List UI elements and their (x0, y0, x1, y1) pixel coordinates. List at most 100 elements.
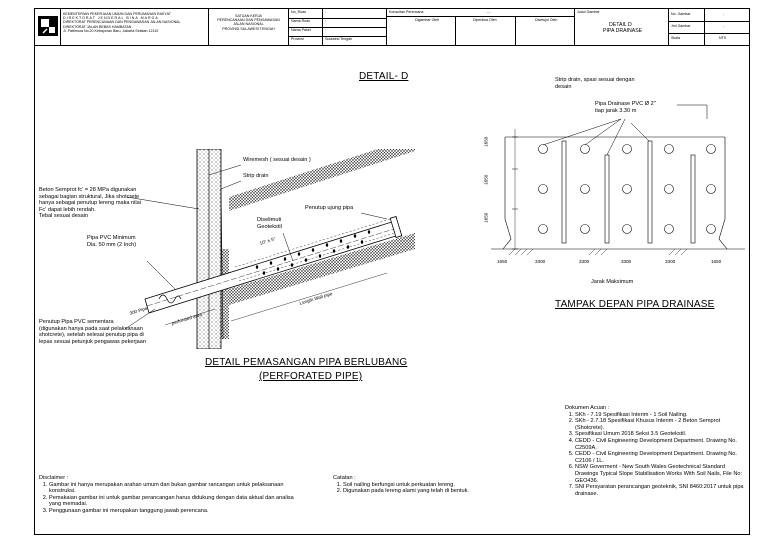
field-value: : (325, 10, 326, 14)
catatan-item: Digunakan pada lereng alami yang telah d… (343, 488, 533, 495)
vdim-label: 1650 (483, 212, 489, 223)
field-value: Sulawesi Tengah (325, 37, 353, 41)
perforated-pipe-section-drawing (124, 149, 415, 349)
diselimuti-line: Diselimuti (257, 217, 282, 223)
vdim-label: 1650 (483, 136, 489, 147)
right-label: Skala (671, 36, 680, 40)
vdim-label: 1650 (483, 174, 489, 185)
jarak-label: Jarak Maksimum (591, 279, 634, 285)
field-label: Nama Ruas (291, 19, 310, 23)
wiremesh-label: Wiremesh ( sesuai desain ) (243, 157, 311, 163)
detail-d-title: DETAIL- D (359, 71, 409, 82)
drawing-sheet: KEMENTERIAN PEKERJAAN UMUM DAN PERUMAHAN… (34, 8, 750, 535)
drawing-title-line: DETAIL D (609, 22, 632, 28)
disclaimer-item: Pemakaian gambar ini untuk gambar peranc… (49, 495, 299, 508)
dokumen-item: SKh - 2.7.18 Spesifikasi Khusus Interim … (575, 418, 749, 431)
catatan-heading: Catatan : (333, 475, 356, 481)
disclaimer-item: Penggunaan gambar ini merupakan tanggung… (49, 508, 299, 515)
catatan: Catatan : Soil nailing berfungsi untuk p… (333, 475, 533, 495)
hdim-label: 1650 (711, 259, 722, 264)
dokumen-item: NSW Goverment - New South Wales Geotechn… (575, 464, 749, 484)
front-view-drawing (491, 104, 745, 256)
diselimuti-line: Geotekstil (257, 223, 282, 230)
right-label: No. Gambar (671, 12, 691, 16)
field-value: : (325, 28, 326, 32)
agency-line: DIREKTORAT JALAN BEBAS HAMBATAN (63, 24, 132, 29)
unit-line: SATUAN KERJA (235, 14, 262, 18)
unit-line: PERENCANAAN DAN PENGAWASAN (217, 18, 280, 23)
penutup-ujung-label: Penutup ujung pipa (305, 205, 354, 211)
dokumen-item: CEDD - Civil Engineering Development Dep… (575, 438, 749, 451)
disclaimer-heading: Disclaimer : (39, 475, 69, 481)
consultant-cell: Konsultan Perencana --- Digambar Oleh Di… (387, 9, 575, 45)
right-labels-cell: No. Gambar Jml Gambar Skala (669, 9, 705, 45)
penutup-sementara-note: Penutup Pipa PVC sementara (digunakan ha… (39, 319, 146, 345)
hdim-label: 3300 (535, 259, 546, 264)
drawing-title-line: PIPA DRAINASE (603, 28, 643, 34)
strip-drain-label: Strip drain (243, 173, 269, 179)
agency-line: DIREKTORAT PERENCANAAN DAN PENGAWASAN JA… (63, 20, 181, 25)
drawing-title-cell: Judul Gambar DETAIL D PIPA DRAINASE (575, 9, 669, 45)
pipa-pvc-note: Pipa PVC Minimum Dia. 50 mm (2 Inch) (87, 235, 136, 248)
pipa-pvc-line: Pipa PVC Minimum (87, 235, 136, 241)
hdim-label: 3300 (665, 259, 676, 264)
pipa-pvc-line: Dia. 50 mm (2 Inch) (87, 241, 137, 248)
dokumen-item: SNI Persyaratan perancangan geoteknik, S… (575, 484, 749, 497)
catatan-item: Soil nailing berfungsi untuk perkuatan l… (343, 482, 533, 489)
sign-label: Digambar Oleh (415, 18, 440, 22)
beton-line: hanya sebagai penutup lereng maka nilai (39, 200, 142, 207)
dokumen-acuan: Dokumen Acuan : SKh - 7.19 Spesifikasi I… (565, 405, 749, 497)
dokumen-item: Spesifikasi Umum 2018 Seksi 3.5 Geotekst… (575, 431, 749, 438)
agency-cell: KEMENTERIAN PEKERJAAN UMUM DAN PERUMAHAN… (61, 9, 209, 45)
beton-line: Fc' dapat lebih rendah. (39, 206, 96, 213)
strip-note-line: Strip drain, spasi sesuai dengan (555, 77, 635, 83)
penutup-sementara-line: shotcrete), setelah selesai penutup pipa… (39, 332, 144, 339)
hdim-label: 3300 (621, 259, 632, 264)
pipa-drainase-note: Pipa Drainase PVC Ø 2" tiap jarak 3.30 m (595, 101, 656, 114)
unit-line: JALAN NASIONAL (233, 22, 264, 27)
unit-cell: SATUAN KERJA PERENCANAAN DAN PENGAWASAN … (209, 9, 289, 45)
pipa-drainase-line: tiap jarak 3.30 m (595, 107, 637, 114)
hdim-label: 1650 (497, 259, 508, 264)
field-label: Provinsi (291, 37, 304, 41)
right-values-cell: - - NTS (705, 9, 749, 45)
dokumen-item: CEDD - Civil Engineering Development Dep… (575, 451, 749, 464)
pemasangan-subtitle: (PERFORATED PIPE) (259, 371, 363, 382)
drawing-title-label: Judul Gambar (577, 10, 600, 14)
beton-line: Tebal sesuai desain (39, 213, 89, 220)
consultant-label: Konsultan Perencana (389, 10, 424, 14)
dokumen-item: SKh - 7.19 Spesifikasi Interim - 1 Soil … (575, 412, 749, 419)
strip-note: Strip drain, spasi sesuai dengan desain (555, 77, 635, 90)
penutup-sementara-line: Penutup Pipa PVC sementara (39, 319, 114, 325)
right-value: - (723, 12, 725, 16)
title-block: KEMENTERIAN PEKERJAAN UMUM DAN PERUMAHAN… (35, 9, 749, 46)
pipa-drainase-line: Pipa Drainase PVC Ø 2" (595, 101, 656, 107)
right-label: Jml Gambar (671, 24, 691, 28)
agency-line: DIREKTORAT JENDERAL BINA MARGA (63, 16, 159, 21)
disclaimer-item: Gambar ini hanya merupakan arahan umum d… (49, 482, 299, 495)
beton-note: Beton Semprot fc' = 28 MPa digunakan seb… (39, 187, 141, 220)
hdim-label: 3300 (579, 259, 590, 264)
sign-label: Diperiksa Oleh (473, 18, 497, 22)
sign-label: Disetujui Oleh (535, 18, 558, 22)
field-value: : (325, 19, 326, 23)
diselimuti-note: Diselimuti Geotekstil (257, 217, 282, 230)
beton-line: Beton Semprot fc' = 28 MPa digunakan (39, 187, 137, 193)
pemasangan-title: DETAIL PEMASANGAN PIPA BERLUBANG (205, 357, 408, 368)
penutup-sementara-line: lepas sesuai petunjuk pengawas pekerjaan (39, 338, 146, 345)
field-label: Nama Paket (291, 28, 311, 32)
tampak-title: TAMPAK DEPAN PIPA DRAINASE (555, 299, 715, 310)
disclaimer: Disclaimer : Gambar ini hanya merupakan … (39, 475, 299, 515)
agency-line: Jl. Pattimura No.20 Kebayoran Baru, Jaka… (63, 28, 159, 33)
field-label: No_Ruas (291, 10, 306, 14)
dokumen-heading: Dokumen Acuan : (565, 405, 610, 411)
right-value: NTS (719, 36, 727, 40)
beton-line: sebagai bagian struktural, Jika shotcret… (39, 193, 140, 200)
strip-note-line: desain (555, 83, 572, 90)
consultant-value: --- (487, 10, 491, 14)
agency-line: KEMENTERIAN PEKERJAAN UMUM DAN PERUMAHAN… (63, 12, 171, 16)
unit-line: PROVINSI SULAWESI TENGAH (222, 26, 275, 31)
right-value: - (723, 24, 725, 28)
logo-cell (35, 9, 61, 45)
penutup-sementara-line: (digunakan hanya pada saat pelaksanaan (39, 325, 143, 332)
